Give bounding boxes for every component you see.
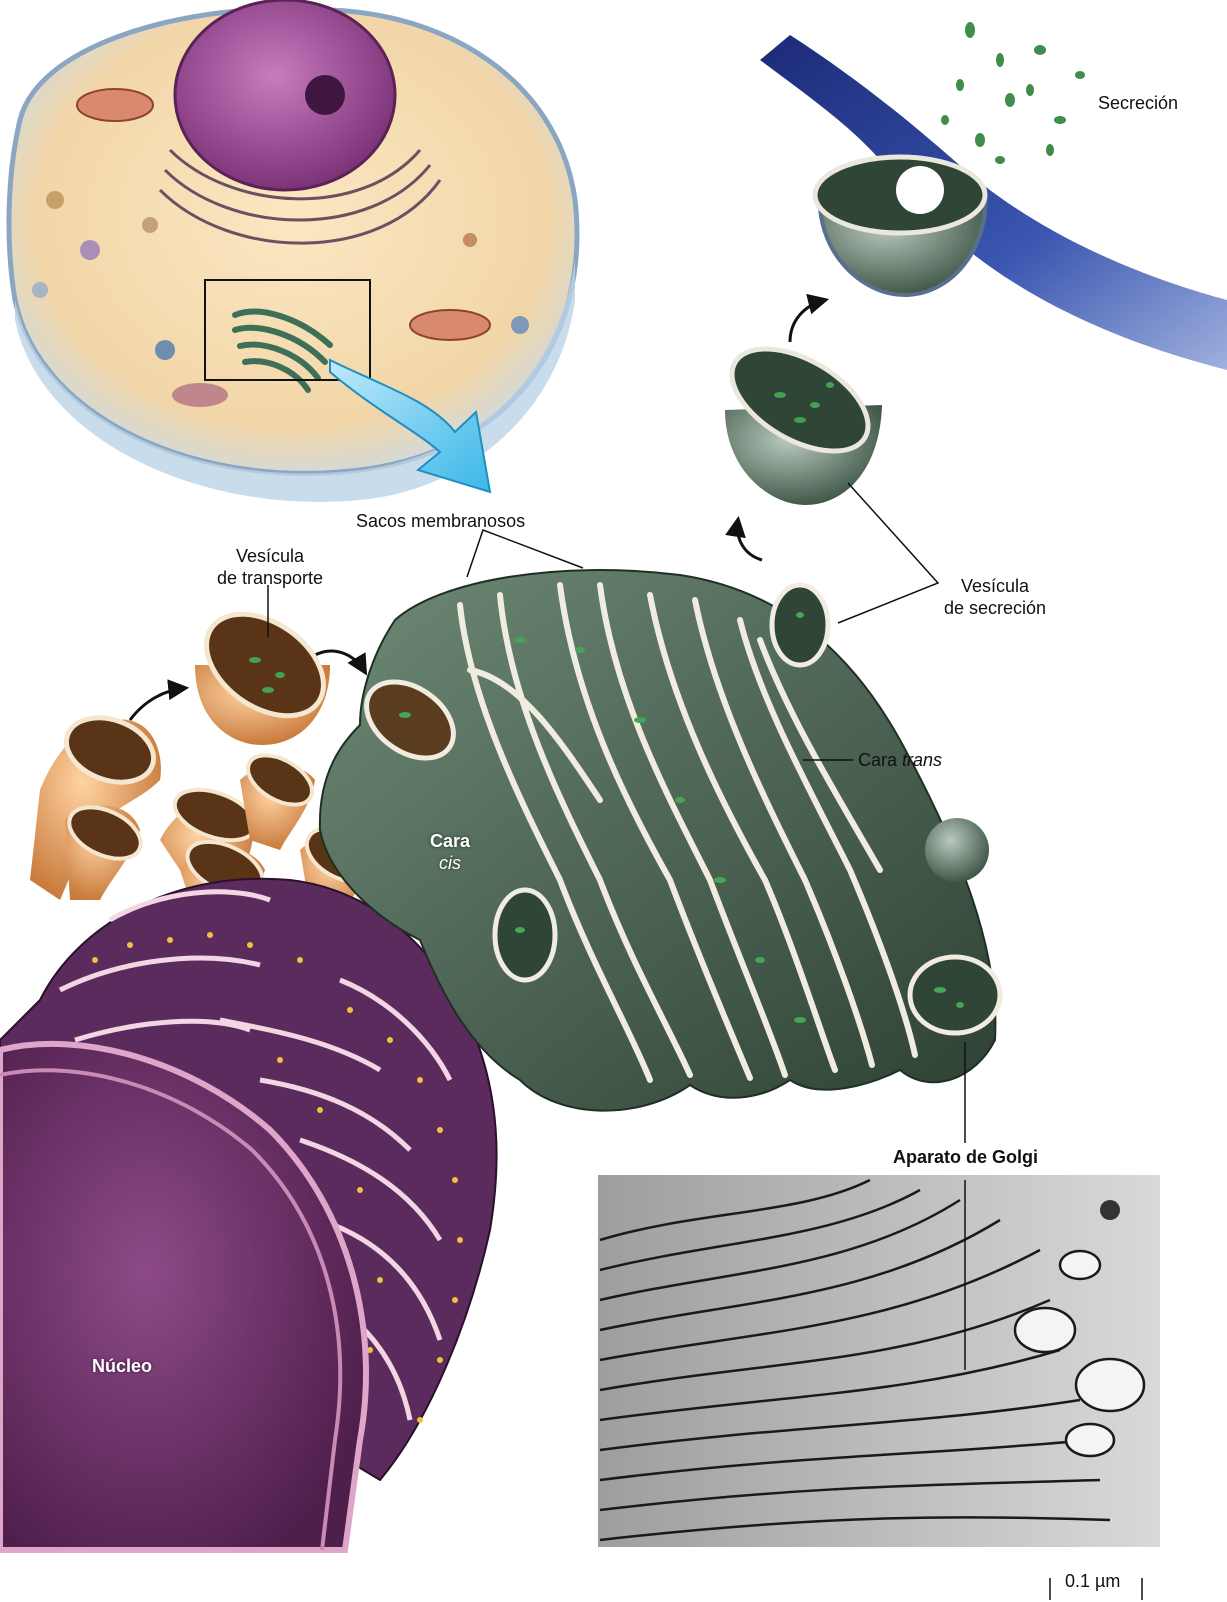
secretion-particles <box>941 22 1085 164</box>
electron-micrograph <box>598 1175 1160 1547</box>
arrow-to-membrane <box>790 300 825 342</box>
label-vesicula-transporte-line1: Vesícula <box>200 545 340 567</box>
trans-bud <box>772 585 828 665</box>
arrow-to-transport <box>130 688 185 720</box>
small-vesicle <box>925 818 989 882</box>
label-vesicula-secrecion-line1: Vesícula <box>920 575 1070 597</box>
label-sacos-membranosos: Sacos membranosos <box>356 510 525 532</box>
arrow-to-secretory <box>737 520 762 560</box>
label-cara-cis: Cara cis <box>420 830 480 874</box>
nucleolus <box>305 75 345 115</box>
label-nucleo: Núcleo <box>92 1355 152 1377</box>
label-vesicula-secrecion: Vesícula de secreción <box>920 575 1070 619</box>
label-cara-trans-prefix: Cara <box>858 750 902 770</box>
secretory-vesicle <box>715 328 885 505</box>
label-scale-bar: 0.1 µm <box>1065 1570 1120 1592</box>
fusing-vesicle <box>815 157 985 295</box>
label-vesicula-transporte: Vesícula de transporte <box>200 545 340 589</box>
cell-overview <box>9 0 577 502</box>
trans-opening <box>910 957 1000 1033</box>
label-cara-cis-line2: cis <box>420 852 480 874</box>
label-vesicula-secrecion-line2: de secreción <box>920 597 1070 619</box>
label-cara-trans: Cara trans <box>858 749 942 771</box>
label-vesicula-transporte-line2: de transporte <box>200 567 340 589</box>
cell-nucleus <box>175 0 395 190</box>
label-cara-cis-line1: Cara <box>420 830 480 852</box>
mitochondrion <box>410 310 490 340</box>
label-aparato-golgi: Aparato de Golgi <box>893 1146 1038 1168</box>
label-cara-trans-italic: trans <box>902 750 942 770</box>
transport-vesicle <box>188 593 343 745</box>
label-secrecion: Secreción <box>1098 92 1178 114</box>
mitochondrion <box>77 89 153 121</box>
